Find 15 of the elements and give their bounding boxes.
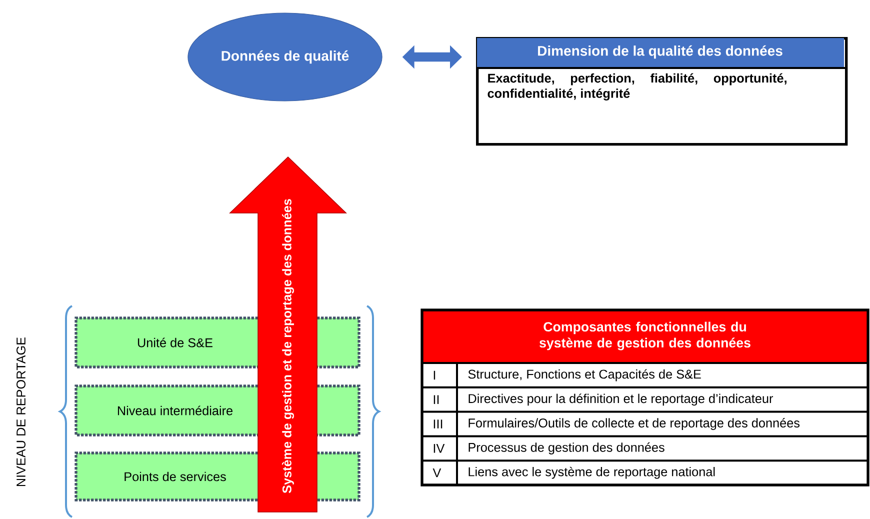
row-number: V [432,468,442,478]
row-number: I [434,370,436,380]
row-number: IV [434,444,445,453]
row-number: II [434,395,439,404]
level-box: Points de services [74,452,258,502]
row-number: III [434,420,442,428]
component-text: Formulaires/Outils de collecte et de reportage des données [468,418,800,430]
level-box: Unité de S&E [74,316,258,368]
component-text: Directives pour la définition et le reportage d’indicateur [468,394,774,406]
axis-title: NIVEAU DE REPORTAGE [16,337,26,486]
component-text: Structure, Fonctions et Capacités de S&E [468,369,701,382]
level-box: Niveau intermédiaire [74,384,258,436]
info-box: Dimension de la qualité des données Exactitude, perfection, fiabilité, opportunité, confidentialité, intégrité [476,37,848,146]
component-text: Processus de gestion des données [468,442,664,454]
component-text: Liens avec le système de reportage national [468,466,715,479]
